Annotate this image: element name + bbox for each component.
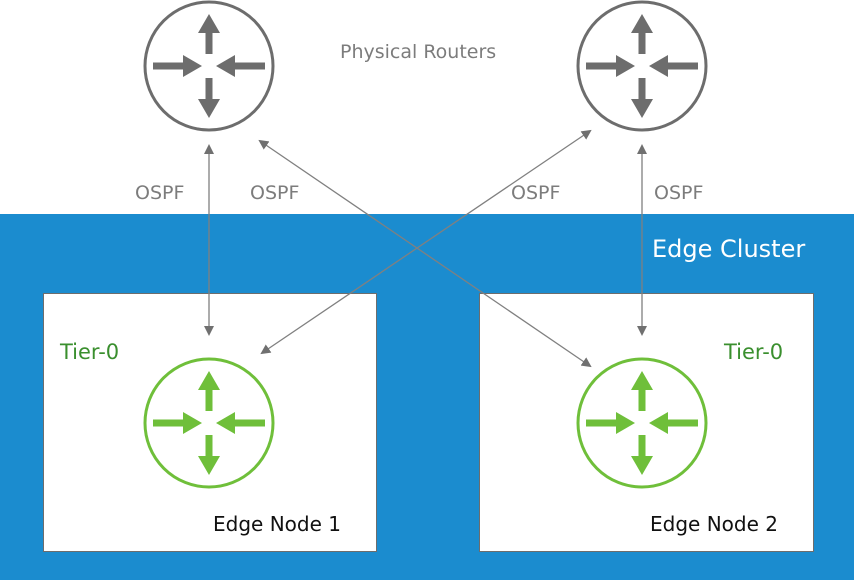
tier0-label-1: Tier-0 [60, 340, 120, 364]
ospf-label-3: OSPF [511, 182, 561, 204]
physical-routers-label: Physical Routers [340, 41, 497, 63]
ospf-link-2 [258, 139, 592, 368]
tier0-label-2: Tier-0 [724, 340, 784, 364]
tier0-router-2-icon [576, 357, 708, 489]
ospf-label-4: OSPF [654, 182, 704, 204]
ospf-link-3 [260, 129, 592, 355]
edge-cluster-label: Edge Cluster [652, 235, 806, 263]
physical-router-1-icon [143, 0, 275, 132]
edge-node-2-label: Edge Node 2 [650, 512, 778, 536]
tier0-router-1-icon [143, 357, 275, 489]
ospf-label-1: OSPF [135, 182, 185, 204]
physical-router-2-icon [576, 0, 708, 132]
ospf-label-2: OSPF [250, 182, 300, 204]
edge-node-1-label: Edge Node 1 [213, 512, 341, 536]
